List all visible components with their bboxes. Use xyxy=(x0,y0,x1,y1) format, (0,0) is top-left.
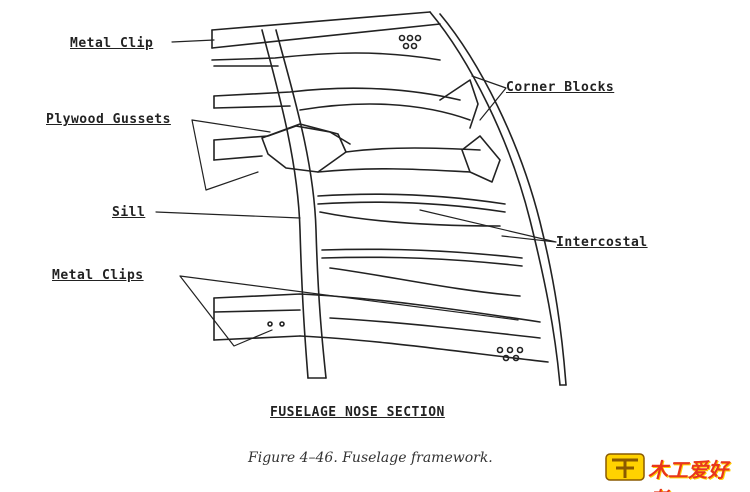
watermark-logo: 木工爱好者 xyxy=(604,450,736,492)
label-corner-blocks: Corner Blocks xyxy=(506,80,615,95)
label-intercostal: Intercostal xyxy=(556,235,648,250)
watermark-text: 木工爱好者 xyxy=(648,458,728,492)
watermark-emblem-icon xyxy=(605,453,645,481)
frame-5 xyxy=(321,248,523,259)
leader-corner-blocks xyxy=(471,75,507,121)
leader-metal-clip xyxy=(171,39,215,43)
frame-3 xyxy=(213,125,351,145)
gusset-right xyxy=(461,135,501,183)
leader-sill xyxy=(155,211,301,219)
leader-metal-clips xyxy=(179,275,519,347)
sill-member xyxy=(261,29,309,379)
frame-4 xyxy=(317,193,506,205)
leader-plywood-gussets xyxy=(191,119,271,191)
gusset-left xyxy=(261,123,347,173)
leader-intercostal xyxy=(419,209,557,243)
label-metal-clips: Metal Clips xyxy=(52,268,144,283)
bottom-frame xyxy=(213,293,541,323)
label-metal-clip: Metal Clip xyxy=(70,36,154,51)
label-sill: Sill xyxy=(112,205,146,220)
outer-longeron xyxy=(429,11,561,386)
top-frame xyxy=(211,11,431,31)
frame-2 xyxy=(213,87,461,101)
label-plywood-gussets: Plywood Gussets xyxy=(46,112,171,127)
section-title: FUSELAGE NOSE SECTION xyxy=(270,405,445,420)
figure-caption: Figure 4–46. Fuselage framework. xyxy=(248,450,493,466)
